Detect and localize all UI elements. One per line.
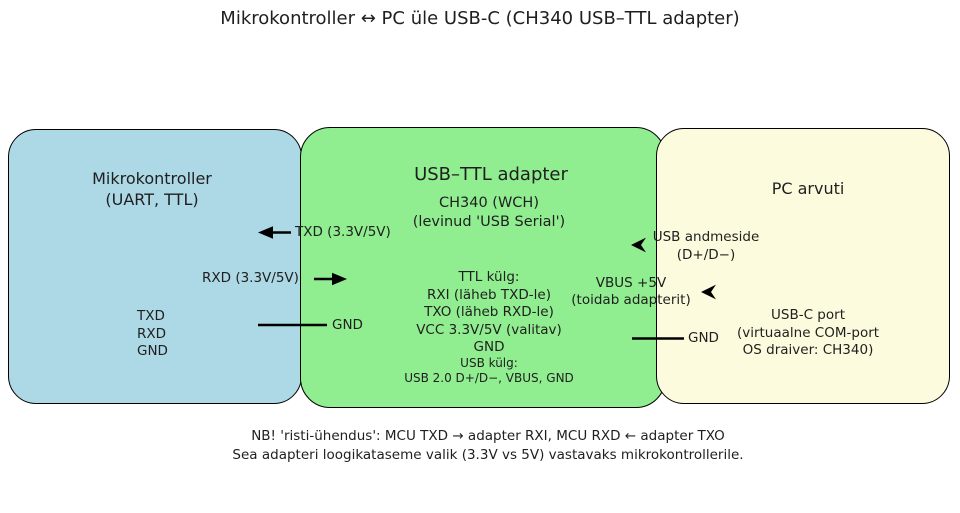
mcu-title: Mikrokontroller (UART, TTL) — [92, 169, 212, 210]
mcu-title-line1: Mikrokontroller — [92, 169, 212, 188]
adapter-chip-info: CH340 (WCH) (levinud 'USB Serial') — [413, 194, 565, 231]
footnote-line1: NB! 'risti-ühendus': MCU TXD → adapter R… — [251, 428, 725, 444]
adapter-usb-side: USB külg: USB 2.0 D+/D−, VBUS, GND — [404, 356, 574, 386]
mcu-pin-txd: TXD — [137, 308, 165, 324]
adapter-ttl-side: TTL külg: RXI (läheb TXD-le) TXO (läheb … — [416, 269, 562, 357]
adapter-ttl-rxi: RXI (läheb TXD-le) — [426, 286, 551, 303]
mcu-pin-gnd: GND — [137, 343, 168, 360]
usb-data-label-line2: (D+/D−) — [676, 247, 736, 263]
adapter-box — [300, 127, 666, 408]
mcu-pin-list: TXD RXD GND — [137, 308, 168, 361]
usb-data-label-line1: USB andmeside — [652, 229, 760, 245]
rxd-connection-label: RXD (3.3V/5V) — [202, 270, 299, 286]
mcu-box — [8, 129, 302, 404]
adapter-ttl-vcc: VCC 3.3V/5V (valitav) — [416, 321, 562, 338]
footnote-line2: Sea adapteri loogikataseme valik (3.3V v… — [232, 447, 744, 463]
footnote: NB! 'risti-ühendus': MCU TXD → adapter R… — [232, 427, 743, 465]
adapter-ttl-txo: TXO (läheb RXD-le) — [424, 304, 554, 321]
adapter-usb-pins: USB 2.0 D+/D−, VBUS, GND — [404, 371, 574, 385]
pc-port-info: USB-C port (virtuaalne COM-port OS draiv… — [737, 307, 879, 360]
adapter-title: USB–TTL adapter — [414, 164, 568, 185]
page-title: Mikrokontroller ↔ PC üle USB-C (CH340 US… — [220, 8, 740, 29]
pc-port-line1: USB-C port — [771, 307, 845, 323]
txd-connection-label: TXD (3.3V/5V) — [295, 224, 391, 240]
adapter-chip-line2: (levinud 'USB Serial') — [412, 213, 566, 230]
pc-box — [656, 128, 950, 404]
pc-port-line2: (virtuaalne COM-port — [736, 324, 880, 341]
vbus-label: VBUS +5V (toidab adapterit) — [571, 275, 690, 308]
mcu-pin-rxd: RXD — [137, 325, 167, 342]
adapter-chip-line1: CH340 (WCH) — [438, 195, 539, 211]
adapter-ttl-gnd: GND — [473, 339, 505, 356]
vbus-label-line1: VBUS +5V — [595, 275, 667, 291]
vbus-label-line2: (toidab adapterit) — [571, 291, 691, 308]
gnd-right-label: GND — [688, 330, 719, 346]
usb-data-label: USB andmeside (D+/D−) — [653, 228, 760, 264]
pc-port-line3: OS draiver: CH340) — [742, 342, 874, 359]
adapter-usb-heading: USB külg: — [460, 356, 518, 370]
pc-title: PC arvuti — [771, 179, 845, 198]
mcu-title-line2: (UART, TTL) — [105, 189, 199, 209]
gnd-left-label: GND — [332, 316, 363, 333]
adapter-ttl-heading: TTL külg: — [458, 269, 520, 285]
